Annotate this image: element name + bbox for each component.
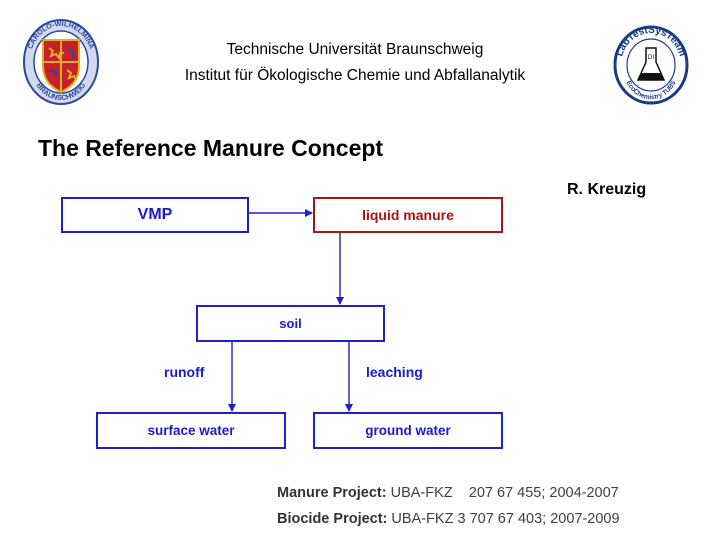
university-seal-logo: CAROLO-WILHELMINA BRAUNSCHWEIG — [23, 19, 99, 105]
node-vmp-label: VMP — [137, 206, 173, 223]
biocide-project-details: UBA-FKZ 3 707 67 403; 2007-2009 — [387, 511, 620, 527]
node-liquid-manure-label: liquid manure — [362, 207, 454, 223]
node-vmp: VMP — [61, 197, 249, 233]
author-name: R. Kreuzig — [567, 181, 647, 198]
node-surface-water-label: surface water — [147, 423, 235, 438]
biocide-project-line: Biocide Project: UBA-FKZ 3 707 67 403; 2… — [277, 511, 620, 527]
biocide-project-label: Biocide Project: — [277, 511, 388, 527]
edge-label-leaching: leaching — [366, 364, 423, 380]
manure-project-label: Manure Project: — [277, 485, 387, 501]
manure-project-line: Manure Project: UBA-FKZ 207 67 455; 2004… — [277, 485, 619, 501]
institute-name: Institut für Ökologische Chemie und Abfa… — [184, 67, 526, 84]
node-surface-water: surface water — [96, 412, 286, 449]
page-title: The Reference Manure Concept — [38, 135, 384, 161]
node-ground-water-label: ground water — [365, 423, 451, 438]
node-soil-label: soil — [279, 316, 302, 331]
edge-label-runoff: runoff — [164, 364, 205, 380]
labtestsysteam-badge-logo: LabTestSysTeam EcoChemistry TUBS DI — [613, 25, 689, 105]
manure-project-details: UBA-FKZ 207 67 455; 2004-2007 — [386, 485, 619, 501]
node-ground-water: ground water — [313, 412, 503, 449]
node-soil: soil — [196, 305, 385, 342]
node-liquid-manure: liquid manure — [313, 197, 503, 233]
university-name: Technische Universität Braunschweig — [226, 41, 484, 58]
svg-text:DI: DI — [648, 55, 654, 61]
